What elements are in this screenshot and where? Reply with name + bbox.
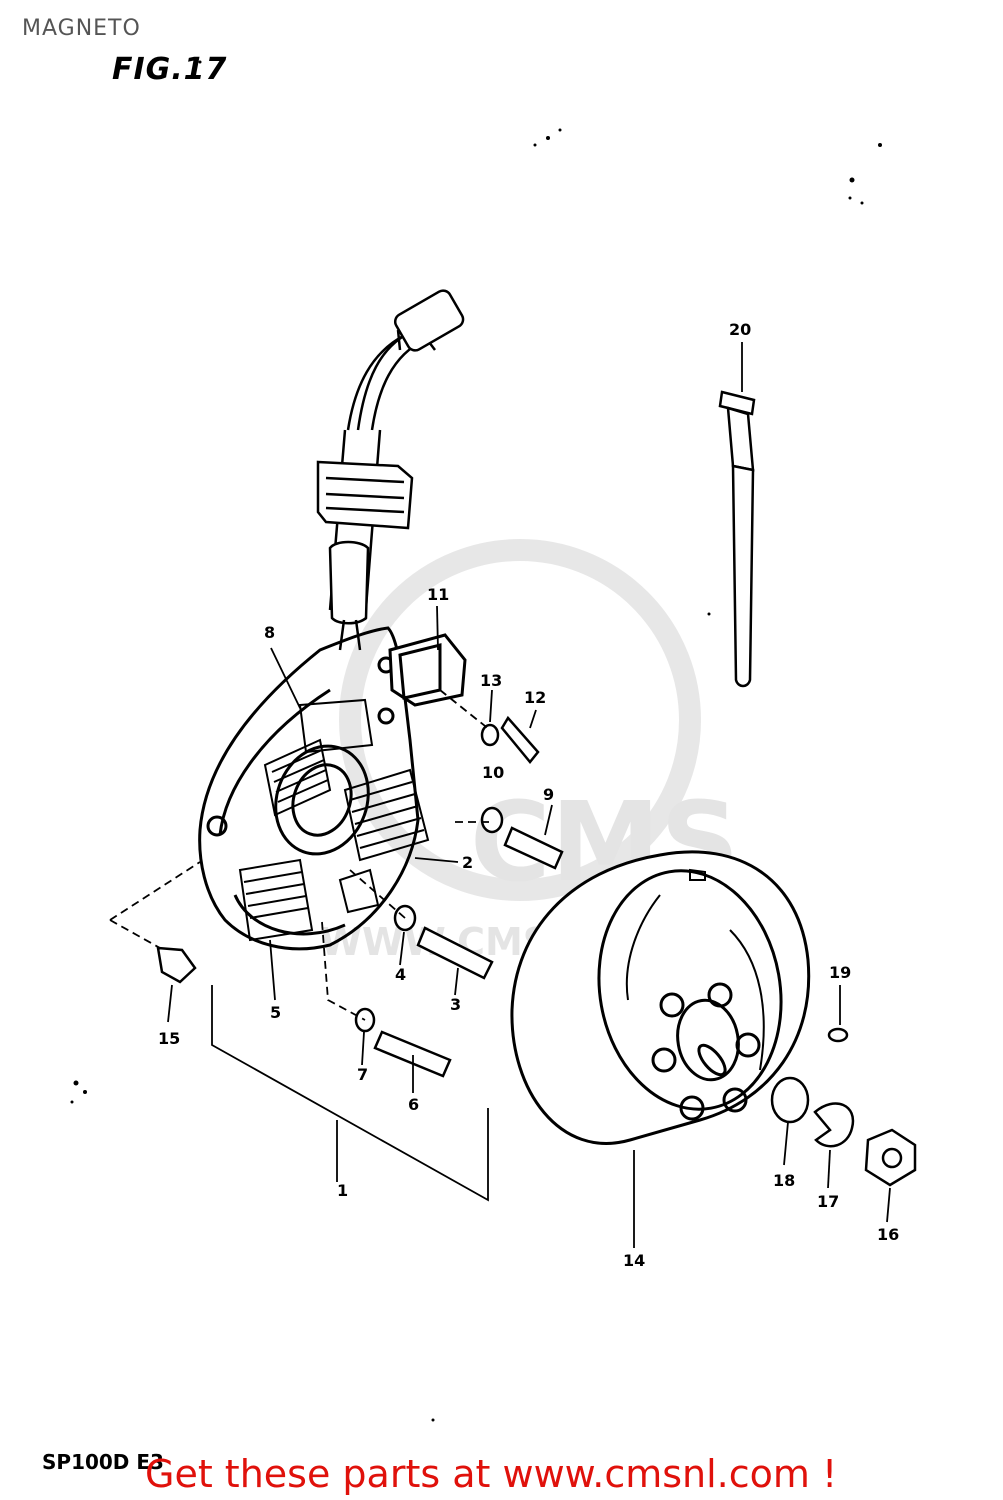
part-10-washer xyxy=(480,806,504,834)
page-title: MAGNETO xyxy=(22,16,141,41)
callout-1: 1 xyxy=(337,1181,348,1200)
part-17-lockwasher xyxy=(813,1102,855,1148)
figure-label: FIG.17 xyxy=(112,52,228,87)
part-12-screw xyxy=(500,715,540,764)
part-18-washer xyxy=(770,1076,810,1124)
part-13-washer xyxy=(480,723,500,747)
callout-6: 6 xyxy=(408,1095,419,1114)
callout-18: 18 xyxy=(773,1171,795,1190)
callout-19: 19 xyxy=(829,963,851,982)
stator-assembly xyxy=(198,626,467,951)
model-code: SP100D E3 xyxy=(42,1450,164,1474)
callout-13: 13 xyxy=(480,671,502,690)
callout-numbers: 1 2 3 4 5 6 7 8 9 10 11 12 13 14 15 16 1… xyxy=(158,320,899,1270)
callout-16: 16 xyxy=(877,1225,899,1244)
part-6-bolt xyxy=(373,1030,452,1078)
callout-12: 12 xyxy=(524,688,546,707)
part-15-screw xyxy=(156,946,197,984)
part-14-flywheel-rotor xyxy=(510,850,811,1145)
scan-specks xyxy=(70,60,882,1422)
callout-17: 17 xyxy=(817,1192,839,1211)
callout-11: 11 xyxy=(427,585,449,604)
part-20-strap xyxy=(718,390,756,688)
callout-5: 5 xyxy=(270,1003,281,1022)
callout-2: 2 xyxy=(462,853,473,872)
wiring-harness xyxy=(316,289,465,651)
leader-lines xyxy=(109,342,891,1248)
part-19-key xyxy=(827,1027,849,1043)
callout-7: 7 xyxy=(357,1065,368,1084)
callout-14: 14 xyxy=(623,1251,645,1270)
watermark-ring xyxy=(339,539,701,901)
callout-4: 4 xyxy=(395,965,406,984)
callout-3: 3 xyxy=(450,995,461,1014)
callout-8: 8 xyxy=(264,623,275,642)
callout-9: 9 xyxy=(543,785,554,804)
get-parts-link[interactable]: Get these parts at www.cmsnl.com ! xyxy=(145,1452,838,1496)
hardware-parts xyxy=(156,715,917,1187)
callout-10: 10 xyxy=(482,763,504,782)
part-9-bolt xyxy=(503,826,564,870)
callout-15: 15 xyxy=(158,1029,180,1048)
part-3-bolt xyxy=(416,926,494,980)
callout-20: 20 xyxy=(729,320,751,339)
